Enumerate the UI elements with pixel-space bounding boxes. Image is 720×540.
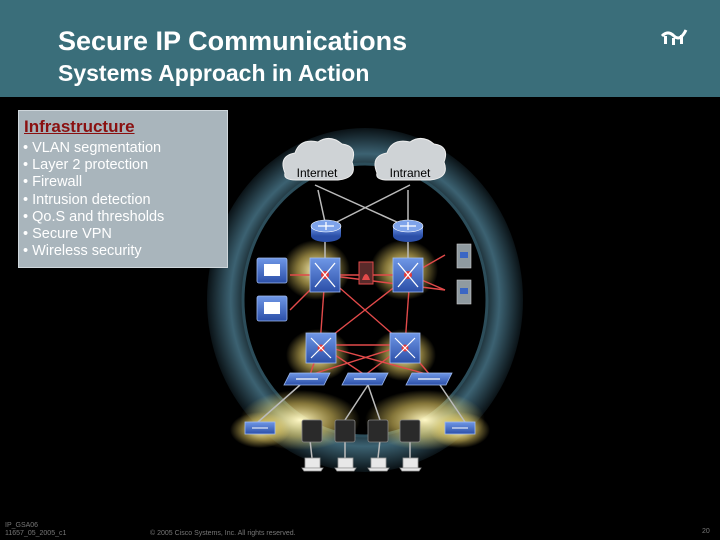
list-item: • Intrusion detection: [23, 191, 151, 208]
page-number: 20: [702, 528, 710, 535]
footer-code-1: IP_GSA06: [5, 522, 39, 529]
distribution-switch-icon: [389, 332, 421, 364]
server-icon: [456, 243, 472, 269]
router-icon: [392, 219, 424, 242]
infrastructure-list: • VLAN segmentation • Layer 2 protection…: [23, 140, 164, 260]
title-banner: Secure IP Communications Systems Approac…: [0, 0, 720, 97]
infrastructure-box: Infrastructure • VLAN segmentation • Lay…: [18, 110, 228, 268]
access-point-icon: [444, 421, 476, 435]
list-item: • Firewall: [23, 174, 83, 191]
laptop-icon: [301, 457, 324, 472]
internet-cloud: Internet: [282, 138, 355, 181]
laptop-icon: [367, 457, 390, 472]
intranet-label: Intranet: [390, 166, 431, 180]
list-item: • Qo.S and thresholds: [23, 208, 165, 225]
intranet-cloud: Intranet: [374, 138, 447, 181]
cisco-bridge-logo-icon: [660, 29, 688, 45]
ip-phone-icon: [301, 419, 323, 443]
laptop-icon: [334, 457, 357, 472]
list-item: • Secure VPN: [23, 226, 112, 243]
ip-phone-icon: [334, 419, 356, 443]
footer-copyright: © 2005 Cisco Systems, Inc. All rights re…: [150, 530, 296, 537]
access-switch-icon: [341, 372, 389, 386]
router-icon: [310, 219, 342, 242]
ip-phone-icon: [399, 419, 421, 443]
list-item: • Layer 2 protection: [23, 157, 149, 174]
infrastructure-title: Infrastructure: [24, 117, 135, 136]
access-point-icon: [244, 421, 276, 435]
network-diagram: Internet Intranet: [207, 128, 523, 472]
firewall-icon: [358, 261, 374, 285]
laptop-icon: [399, 457, 422, 472]
server-icon: [456, 279, 472, 305]
core-switch-icon: [309, 257, 341, 293]
list-item: • Wireless security: [23, 243, 142, 260]
core-switch-icon: [392, 257, 424, 293]
voice-gateway-icon: [256, 295, 288, 322]
list-item: • VLAN segmentation: [23, 140, 162, 156]
internet-label: Internet: [297, 166, 338, 180]
voice-gateway-icon: [256, 257, 288, 284]
footer-code-2: 11657_05_2005_c1: [5, 530, 67, 537]
slide-subtitle: Systems Approach in Action: [58, 60, 370, 86]
access-switch-icon: [405, 372, 453, 386]
slide-title: Secure IP Communications: [58, 26, 408, 56]
distribution-switch-icon: [305, 332, 337, 364]
access-switch-icon: [283, 372, 331, 386]
ip-phone-icon: [367, 419, 389, 443]
